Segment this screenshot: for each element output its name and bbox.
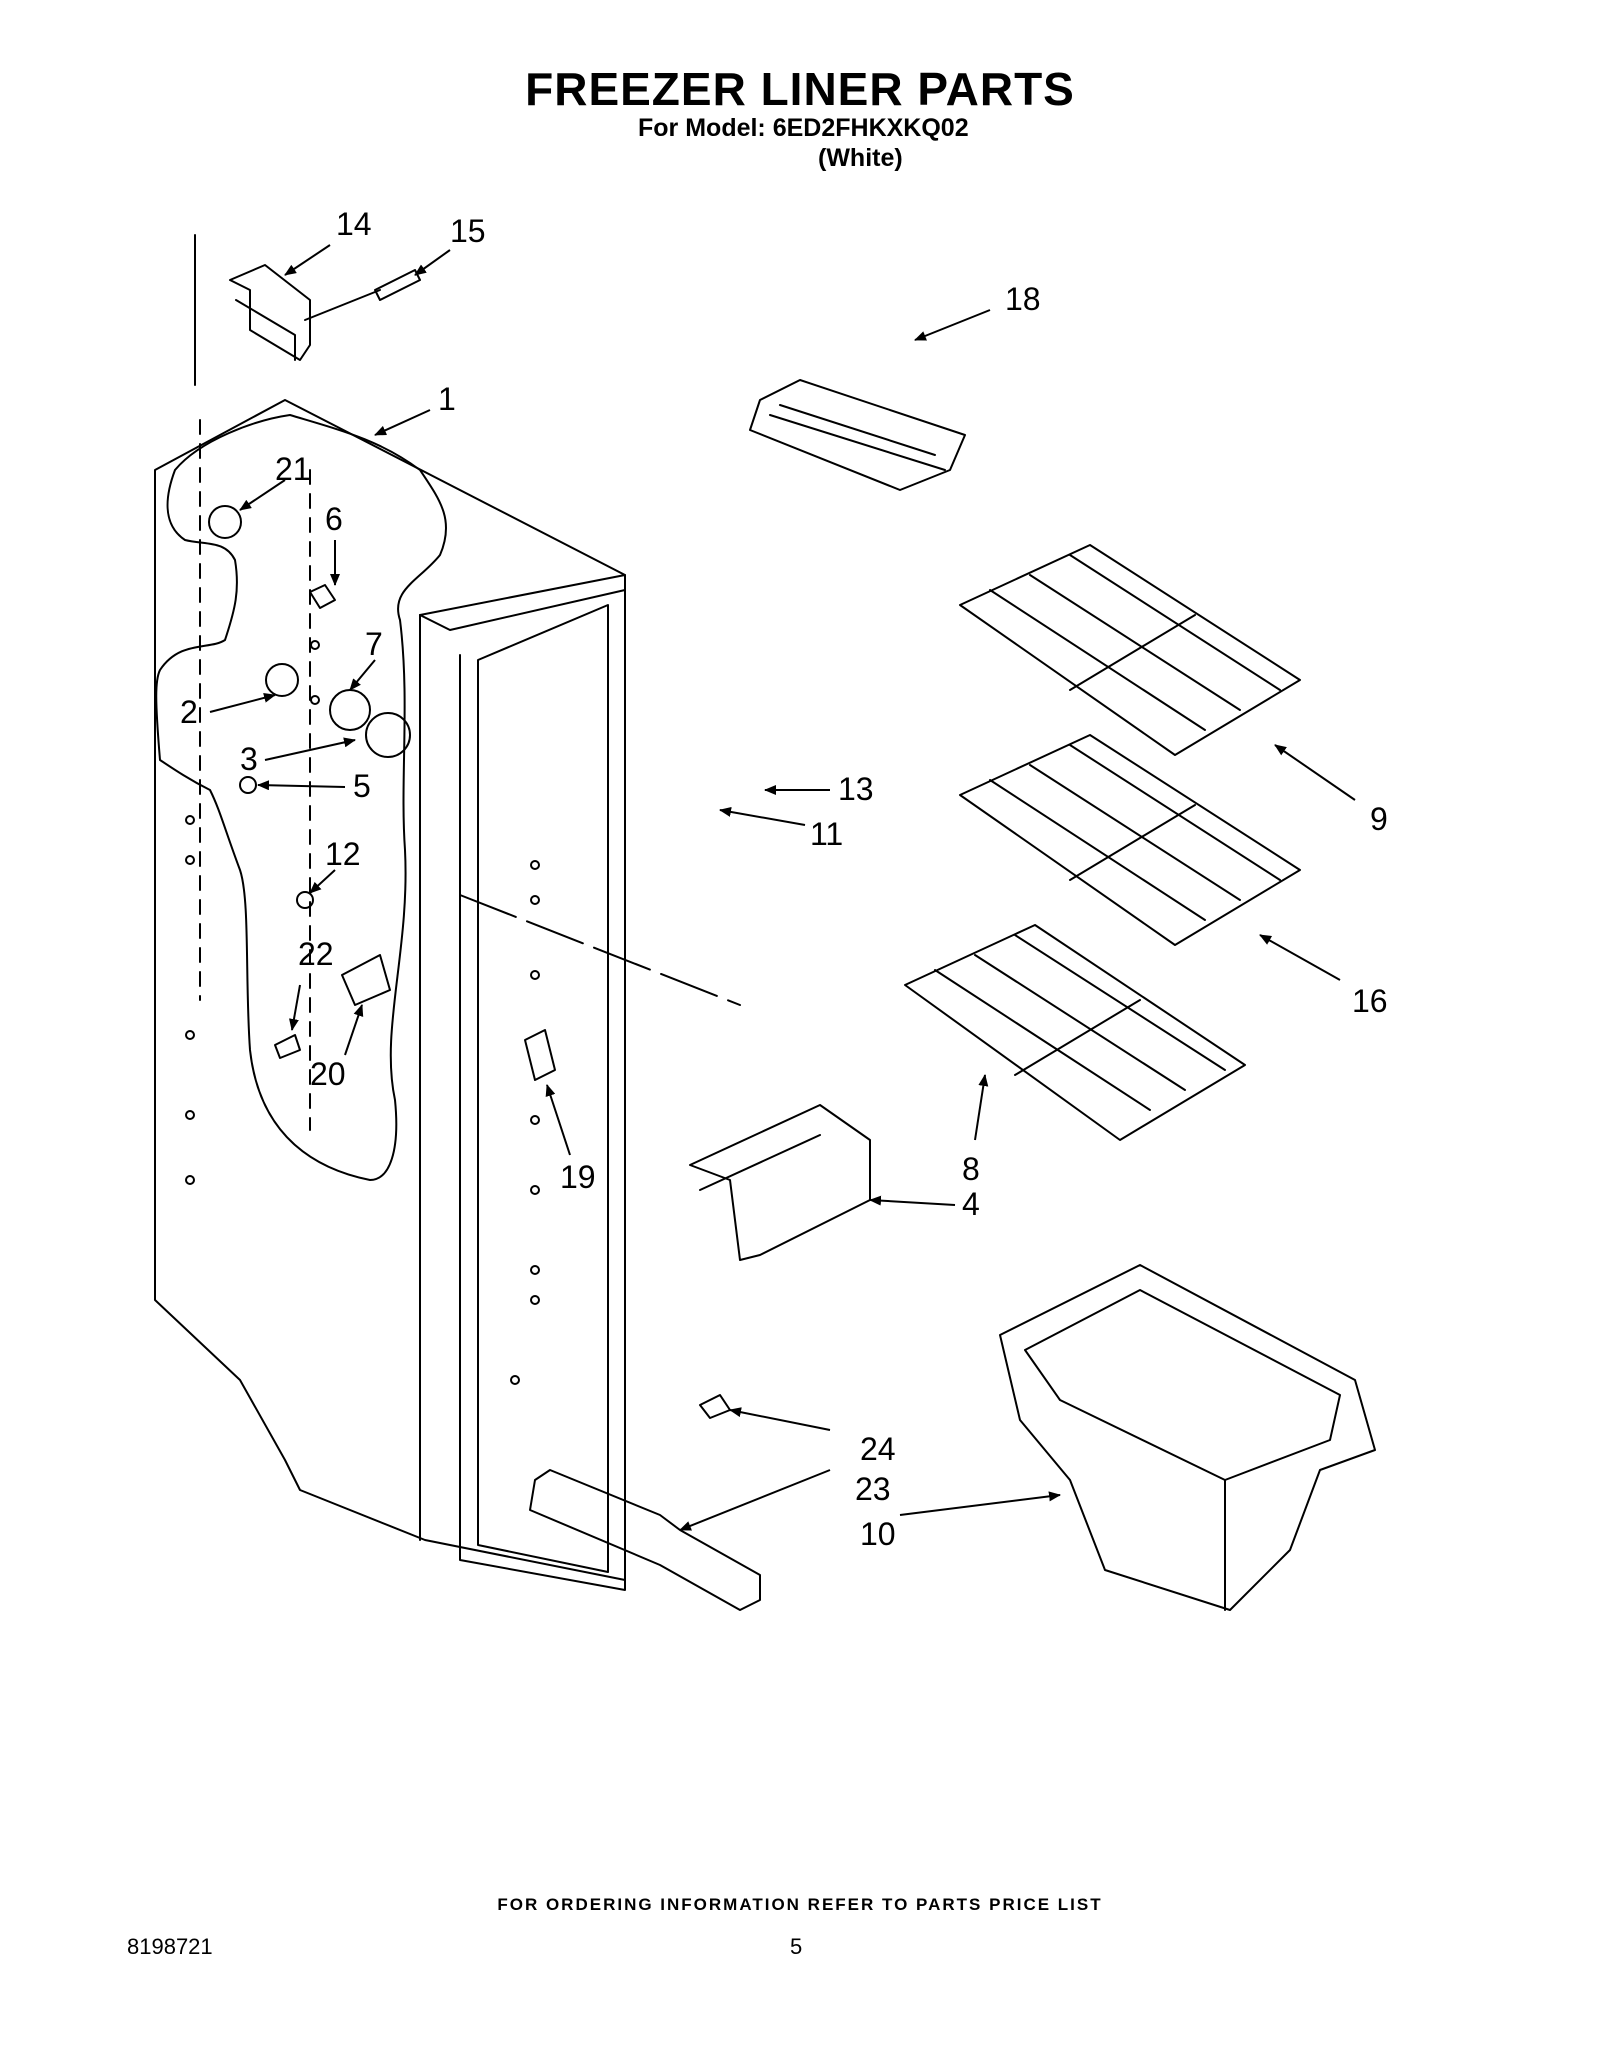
model-number: For Model: 6ED2FHKXKQ02 [638, 114, 969, 142]
wire-shelf-16-drawing [959, 734, 1301, 946]
callout-3: 3 [240, 741, 258, 777]
callout-21: 21 [275, 451, 311, 487]
callout-23: 23 [855, 1471, 891, 1507]
page-number: 5 [790, 1934, 803, 1959]
callout-24: 24 [860, 1431, 896, 1467]
callout-20: 20 [310, 1056, 346, 1092]
ordering-note: FOR ORDERING INFORMATION REFER TO PARTS … [497, 1895, 1103, 1914]
callout-14: 14 [336, 206, 372, 242]
callout-4: 4 [962, 1186, 980, 1222]
callout-19: 19 [560, 1159, 596, 1195]
callout-12: 12 [325, 836, 361, 872]
light-assembly-drawing [208, 505, 556, 1081]
freezer-liner-drawing [154, 399, 741, 1591]
model-color: (White) [818, 144, 903, 172]
callout-15: 15 [450, 213, 486, 249]
callout-7: 7 [365, 626, 383, 662]
callout-5: 5 [353, 768, 371, 804]
wire-shelf-8-drawing [904, 924, 1246, 1141]
callout-16: 16 [1352, 983, 1388, 1019]
callout-2: 2 [180, 694, 198, 730]
callout-10: 10 [860, 1516, 896, 1552]
callout-13: 13 [838, 771, 874, 807]
bracket-drawing [194, 234, 421, 386]
callout-labels: 1 2 3 4 5 6 7 8 9 10 11 12 13 14 15 16 1… [180, 206, 1388, 1552]
document-number: 8198721 [127, 1934, 213, 1959]
callout-18: 18 [1005, 281, 1041, 317]
callout-9: 9 [1370, 801, 1388, 837]
ice-bin-drawing [999, 1264, 1376, 1611]
callout-11: 11 [810, 816, 843, 852]
wire-shelf-9-drawing [959, 544, 1301, 756]
page-title: FREEZER LINER PARTS [525, 63, 1075, 115]
callout-6: 6 [325, 501, 343, 537]
shelf-bracket-4-drawing [689, 1104, 871, 1261]
bottom-bracket-drawing [529, 1394, 761, 1611]
callout-22: 22 [298, 936, 334, 972]
callout-8: 8 [962, 1151, 980, 1187]
callout-1: 1 [438, 381, 456, 417]
ice-tray-drawing [749, 379, 966, 491]
